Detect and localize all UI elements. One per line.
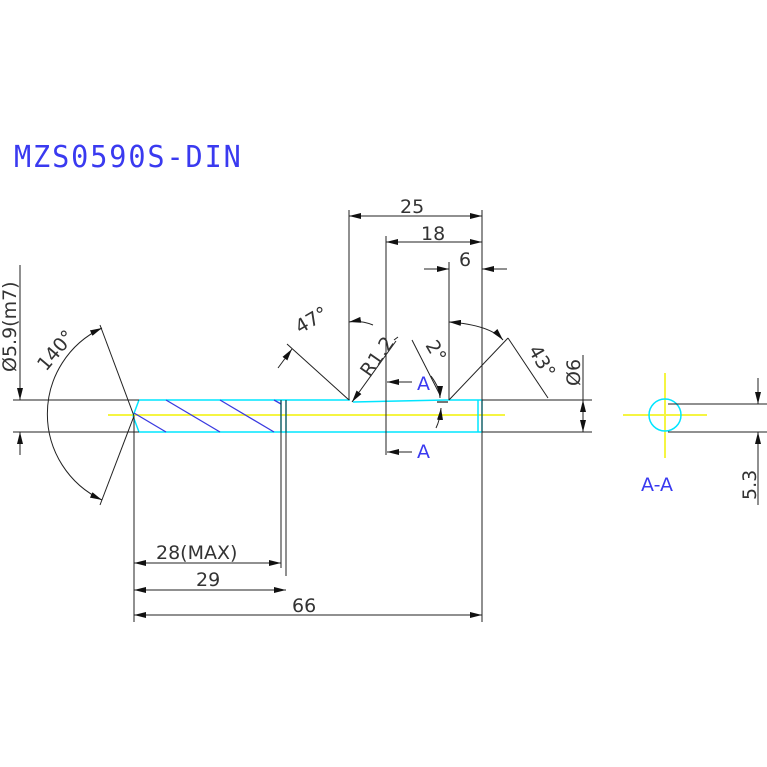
- dim-tip-angle: 140°: [33, 326, 79, 375]
- dim-flat-5-3: 5.3: [739, 470, 761, 500]
- dim-flute-max: 28(MAX): [156, 542, 237, 564]
- part-number-title: MZS0590S-DIN: [14, 140, 243, 175]
- dim-18: 18: [421, 223, 445, 245]
- section-marker-top: A: [417, 373, 430, 395]
- dim-6: 6: [459, 249, 471, 271]
- dim-body-29: 29: [196, 569, 220, 591]
- dim-25: 25: [400, 196, 424, 218]
- section-view-label: A-A: [641, 474, 673, 496]
- dimension-lines: [13, 210, 767, 622]
- flute-hatch: [133, 399, 282, 433]
- dim-overall-66: 66: [292, 595, 316, 617]
- centerline: [108, 373, 707, 458]
- section-marker-bottom: A: [417, 441, 430, 463]
- dim-angle-2: 2°: [421, 337, 451, 367]
- dim-angle-43: 43°: [524, 342, 560, 382]
- dim-diameter-6: Ø6: [563, 359, 585, 386]
- dim-shank-diameter: Ø5.9(m7): [0, 281, 21, 372]
- dim-radius: R1.2: [356, 333, 399, 381]
- dim-angle-47: 47°: [292, 302, 332, 338]
